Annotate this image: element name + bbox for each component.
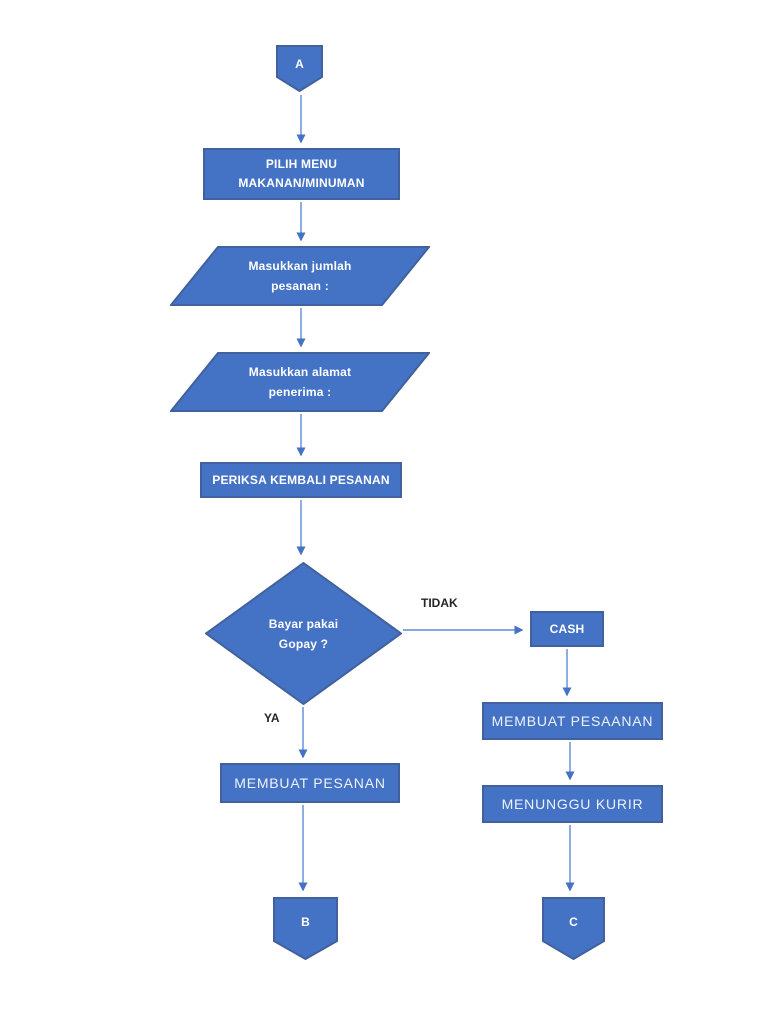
- connector-b-label: B: [301, 914, 310, 929]
- process-pilih-menu: PILIH MENU MAKANAN/MINUMAN: [203, 148, 400, 200]
- process-periksa-label: PERIKSA KEMBALI PESANAN: [212, 472, 390, 487]
- process-periksa-kembali: PERIKSA KEMBALI PESANAN: [200, 462, 402, 498]
- pentagon-shape: [276, 45, 323, 92]
- offpage-connector-c: C: [542, 897, 605, 960]
- decision-gopay-line2: Gopay ?: [278, 636, 329, 651]
- io-masukkan-jumlah: Masukkan jumlah pesanan :: [170, 246, 430, 306]
- parallelogram-shape: [170, 246, 430, 306]
- io-alamat-line2: penerima :: [268, 385, 332, 399]
- process-membuat-pesanan: MEMBUAT PESANAN: [220, 763, 400, 803]
- process-pilih-menu-line1: PILIH MENU: [265, 157, 338, 171]
- process-menunggu-kurir: MENUNGGU KURIR: [482, 785, 663, 823]
- io-masukkan-alamat: Masukkan alamat penerima :: [170, 352, 430, 412]
- offpage-connector-b: B: [273, 897, 338, 960]
- decision-bayar-gopay: Bayar pakai Gopay ?: [205, 562, 402, 705]
- connector-a-label: A: [295, 56, 304, 71]
- offpage-connector-a: A: [276, 45, 323, 92]
- io-jumlah-line1: Masukkan jumlah: [248, 259, 352, 273]
- connector-c-label: C: [569, 914, 578, 929]
- decision-gopay-line1: Bayar pakai: [268, 616, 339, 631]
- io-jumlah-line2: pesanan :: [271, 279, 329, 293]
- process-pilih-menu-line2: MAKANAN/MINUMAN: [238, 176, 365, 190]
- diamond-shape: [205, 562, 402, 705]
- process-membuat-pesaanan: MEMBUAT PESAANAN: [482, 702, 663, 740]
- process-menunggu-kurir-label: MENUNGGU KURIR: [501, 796, 644, 812]
- process-membuat-pesaanan-label: MEMBUAT PESAANAN: [491, 713, 654, 729]
- process-cash-label: CASH: [549, 621, 585, 636]
- io-alamat-line1: Masukkan alamat: [248, 365, 352, 379]
- edge-label-tidak: TIDAK: [421, 596, 458, 610]
- pentagon-shape: [542, 897, 605, 960]
- process-membuat-pesanan-label: MEMBUAT PESANAN: [234, 775, 386, 791]
- process-cash: CASH: [530, 611, 604, 647]
- parallelogram-shape: [170, 352, 430, 412]
- pentagon-shape: [273, 897, 338, 960]
- edge-label-ya: YA: [264, 711, 280, 725]
